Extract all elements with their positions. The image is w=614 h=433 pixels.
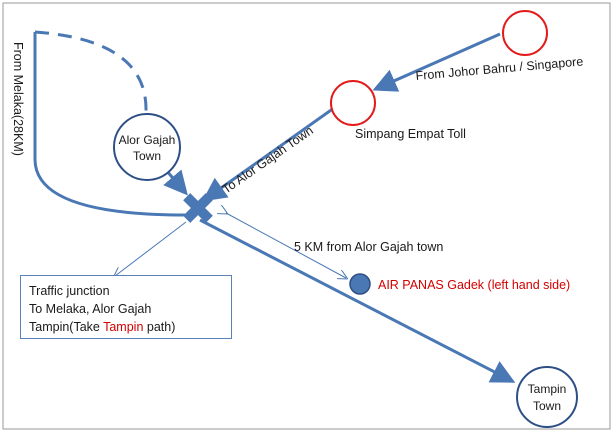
alor-gajah-label-line2: Town — [133, 149, 161, 163]
tampin-label-line2: Town — [533, 399, 561, 413]
from-melaka-label: From Melaka(28KM) — [11, 42, 25, 156]
tampin-label-line1: Tampin — [528, 382, 567, 396]
to-alor-gajah-label: To Alor Gajah Town — [220, 123, 316, 196]
junction-note-pointer — [115, 221, 187, 276]
traffic-junction-icon — [183, 193, 213, 223]
junction-note-line1: Traffic junction — [29, 284, 110, 298]
junction-note-line2: To Melaka, Alor Gajah — [29, 302, 152, 316]
alor-gajah-town-circle — [113, 113, 181, 181]
distance-arrow — [226, 213, 346, 278]
road-alor-gajah-to-junction — [163, 169, 188, 196]
simpang-empat-toll-circle — [330, 80, 376, 126]
tampin-town-circle — [516, 366, 578, 428]
road-toll-to-junction — [202, 106, 335, 202]
johor-bahru-circle — [502, 10, 548, 56]
simpang-empat-toll-label: Simpang Empat Toll — [355, 127, 466, 141]
junction-note-line3-prefix: Tampin(Take — [29, 320, 104, 334]
road-from-melaka — [33, 32, 186, 217]
junction-note-box: Traffic junction To Melaka, Alor Gajah T… — [20, 275, 232, 339]
junction-note-tampin-highlight: Tampin — [103, 320, 144, 334]
road-johor-to-toll — [372, 32, 501, 92]
from-johor-label: From Johor Bahru / Singapore — [415, 54, 584, 83]
junction-note-line3-suffix: path) — [143, 320, 176, 334]
alor-gajah-label-line1: Alor Gajah — [119, 133, 176, 147]
road-alor-gajah-dashed — [34, 30, 148, 113]
air-panas-gadek-dot — [349, 273, 371, 295]
junction-note-line3: Tampin(Take Tampin path) — [29, 318, 223, 336]
distance-label: 5 KM from Alor Gajah town — [294, 240, 443, 254]
air-panas-gadek-label: AIR PANAS Gadek (left hand side) — [378, 278, 570, 292]
